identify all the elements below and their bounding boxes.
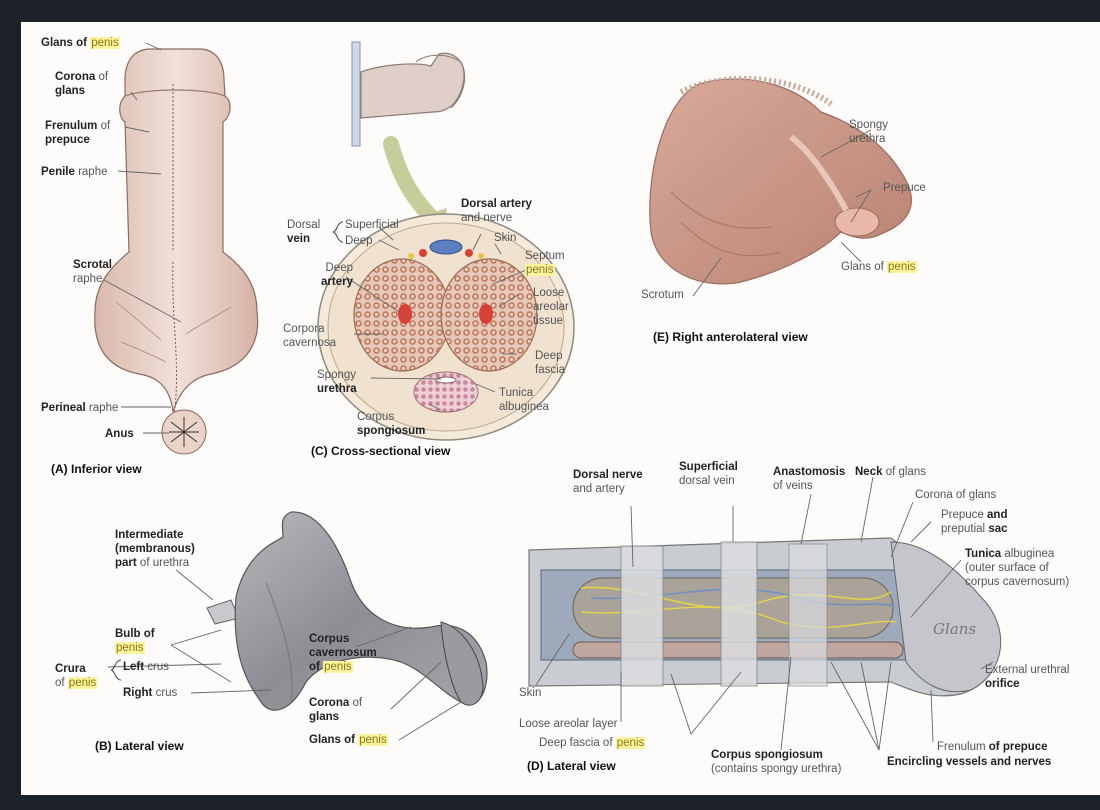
label-d-encircling: Encircling vessels and nerves (887, 755, 1051, 769)
anatomy-illustrations (21, 22, 1100, 795)
caption-b: (B) Lateral view (95, 739, 184, 753)
label-d-skin: Skin (519, 686, 541, 700)
figure-b-lateral-view (207, 512, 487, 710)
label-d-glans-script: Glans (933, 620, 976, 638)
label-b-intermediate: Intermediate(membranous)part of urethra (115, 528, 195, 570)
label-e-prepuce: Prepuce (883, 181, 926, 195)
label-d-frenulum: Frenulum of prepuce (937, 740, 1048, 754)
label-d-neck: Neck of glans (855, 465, 926, 479)
label-b-left-crus: Left crus (123, 660, 169, 674)
label-d-deep-fascia: Deep fascia of penis (539, 736, 645, 750)
label-d-corpus-spongiosum: Corpus spongiosum(contains spongy urethr… (711, 748, 841, 776)
label-d-corona: Corona of glans (915, 488, 996, 502)
label-a-penile-raphe: Penile raphe (41, 165, 108, 179)
label-e-scrotum: Scrotum (641, 288, 684, 302)
label-d-loose-areolar: Loose areolar layer (519, 717, 617, 731)
label-c-deep: Deep (345, 234, 373, 248)
caption-c: (C) Cross-sectional view (311, 444, 450, 458)
caption-a: (A) Inferior view (51, 462, 142, 476)
caption-e: (E) Right anterolateral view (653, 330, 808, 344)
label-a-perineal-raphe: Perineal raphe (41, 401, 118, 415)
label-c-superficial: Superficial (345, 218, 399, 232)
figure-a-inferior-view (95, 49, 258, 454)
label-b-glans: Glans of penis (309, 733, 388, 747)
caption-d: (D) Lateral view (527, 759, 616, 773)
figure-d-lateral-view (529, 538, 1001, 696)
label-c-skin: Skin (494, 231, 516, 245)
label-b-right-crus: Right crus (123, 686, 177, 700)
figure-e-anterolateral-view (650, 79, 912, 284)
label-a-glans: Glans of penis (41, 36, 120, 50)
label-e-glans: Glans of penis (841, 260, 917, 274)
label-a-anus: Anus (105, 427, 134, 441)
